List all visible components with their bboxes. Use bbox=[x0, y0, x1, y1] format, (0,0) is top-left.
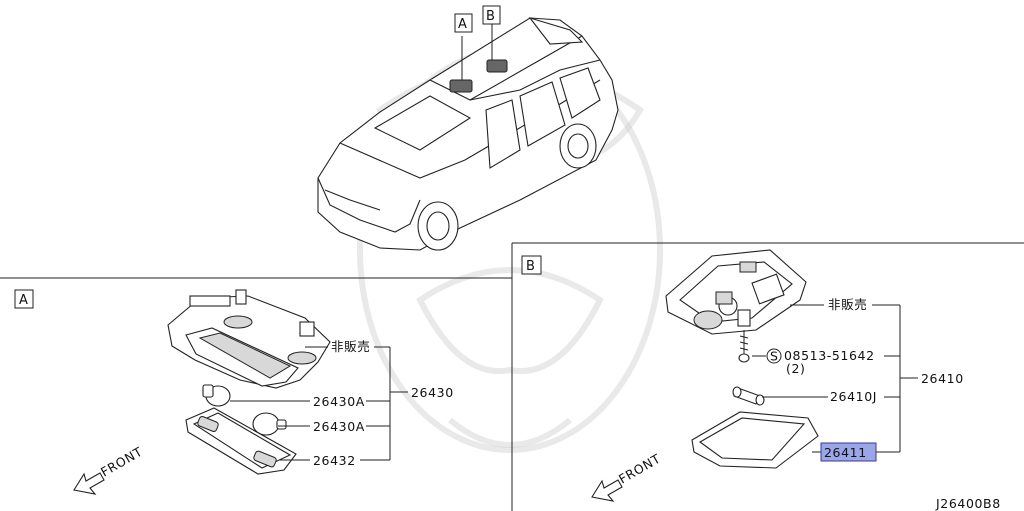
bulb-a-lower bbox=[252, 412, 287, 436]
lens-b bbox=[691, 411, 819, 469]
car-view-label-b: B bbox=[482, 5, 501, 25]
bulb-b bbox=[732, 386, 765, 406]
callout-a-bulb-upper: 26430A bbox=[313, 394, 365, 409]
section-a-label: A bbox=[14, 289, 34, 309]
front-arrow-a: FRONT bbox=[73, 444, 145, 495]
room-lamp-housing-b bbox=[665, 249, 807, 335]
svg-text:B: B bbox=[526, 259, 535, 274]
callout-b-lens-highlight bbox=[820, 442, 877, 462]
svg-text:B: B bbox=[486, 9, 495, 24]
callout-b-not-sold: 非販売 bbox=[828, 297, 867, 312]
screw-b bbox=[738, 330, 750, 363]
callout-a-lens: 26432 bbox=[313, 453, 356, 468]
bulb-a-upper bbox=[202, 384, 231, 407]
callout-b-screw-symbol: S bbox=[766, 348, 782, 364]
front-label-a: FRONT bbox=[98, 444, 145, 480]
callout-b-bulb: 26410J bbox=[830, 389, 877, 404]
roof-lamp-marker-a bbox=[449, 79, 473, 93]
leaders-section-a bbox=[230, 346, 408, 461]
leaders-section-b bbox=[752, 304, 918, 453]
callout-b-lens: 26411 bbox=[824, 445, 867, 460]
callout-b-assembly: 26410 bbox=[921, 371, 964, 386]
svg-text:S: S bbox=[770, 349, 779, 364]
front-label-b: FRONT bbox=[616, 451, 663, 487]
callout-b-screw-qty: (2) bbox=[786, 361, 806, 376]
callout-b-screw: 08513-51642 bbox=[784, 348, 875, 363]
front-arrow-b: FRONT bbox=[591, 451, 663, 502]
svg-text:A: A bbox=[19, 293, 28, 308]
callout-a-bulb-lower: 26430A bbox=[313, 419, 365, 434]
vehicle-illustration bbox=[317, 16, 619, 251]
map-lamp-housing-a bbox=[167, 289, 331, 389]
callout-a-assembly: 26430 bbox=[411, 385, 454, 400]
section-b-label: B bbox=[521, 255, 542, 275]
svg-text:A: A bbox=[458, 17, 467, 32]
roof-lamp-marker-b bbox=[486, 59, 508, 73]
callout-a-not-sold: 非販売 bbox=[331, 339, 370, 354]
diagram-code: J26400B8 bbox=[935, 496, 1001, 511]
car-view-label-a: A bbox=[454, 13, 473, 33]
lens-a bbox=[185, 407, 297, 475]
